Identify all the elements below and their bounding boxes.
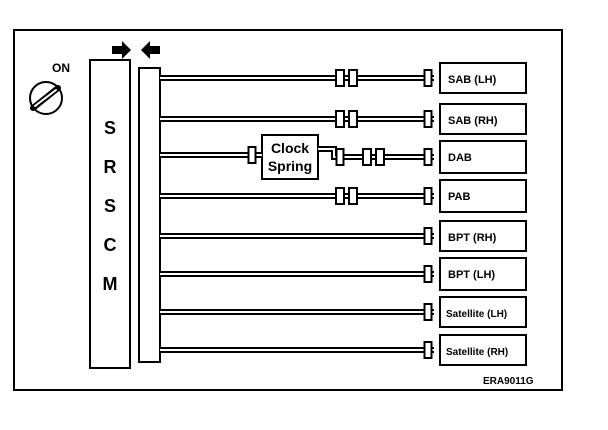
clock-spring-label-line1: Clock (271, 140, 309, 156)
component-label: BPT (LH) (448, 269, 495, 281)
connector-plug (423, 227, 433, 245)
connector-plug (348, 110, 358, 128)
connector-plug (362, 148, 372, 166)
component-label: DAB (448, 152, 472, 164)
connector-plug (423, 110, 433, 128)
component-label: Satellite (LH) (446, 309, 507, 320)
connector-plug (247, 146, 257, 164)
component-dab: DAB (439, 140, 527, 174)
connector-plug (335, 148, 345, 166)
figure-code: ERA9011G (483, 376, 534, 387)
connector-plug (348, 187, 358, 205)
connector-plug (348, 69, 358, 87)
clock-spring-label-line2: Spring (268, 158, 312, 174)
connector-plug (423, 303, 433, 321)
srscm-module-box (89, 59, 131, 369)
component-bpt-lh: BPT (LH) (439, 257, 527, 291)
component-satellite-lh: Satellite (LH) (439, 296, 527, 328)
component-sab-lh: SAB (LH) (439, 62, 527, 94)
connector-plug (423, 265, 433, 283)
srscm-letter: S (104, 118, 116, 138)
srscm-letters: S R S C M (103, 118, 118, 294)
component-label: SAB (LH) (448, 74, 497, 86)
wiring-harness (160, 69, 434, 359)
connector-arrows-icon (112, 41, 160, 59)
srscm-letter: R (104, 157, 117, 177)
ignition-on-label: ON (52, 61, 70, 75)
connector-plug (335, 110, 345, 128)
connector-plug (423, 341, 433, 359)
component-bpt-rh: BPT (RH) (439, 220, 527, 252)
connector-plug (423, 148, 433, 166)
component-sab-rh: SAB (RH) (439, 103, 527, 135)
connector-plug (335, 69, 345, 87)
outer-frame (13, 29, 563, 391)
connector-plug (375, 148, 385, 166)
srscm-letter: C (104, 235, 117, 255)
ignition-key-icon (29, 81, 63, 115)
airbag-components: SAB (LH) SAB (RH) DAB PAB BPT (RH) BPT (… (439, 62, 527, 366)
component-pab: PAB (439, 179, 527, 213)
srscm-letter: S (104, 196, 116, 216)
component-label: SAB (RH) (448, 115, 498, 127)
connector-plug (423, 187, 433, 205)
connector-plug (423, 69, 433, 87)
srscm-letter: M (103, 274, 118, 294)
clock-spring-box (261, 134, 319, 180)
connector-plug (335, 187, 345, 205)
component-label: PAB (448, 191, 470, 203)
component-label: Satellite (RH) (446, 347, 508, 358)
component-satellite-rh: Satellite (RH) (439, 334, 527, 366)
module-connector-block (138, 67, 161, 363)
component-label: BPT (RH) (448, 232, 497, 244)
